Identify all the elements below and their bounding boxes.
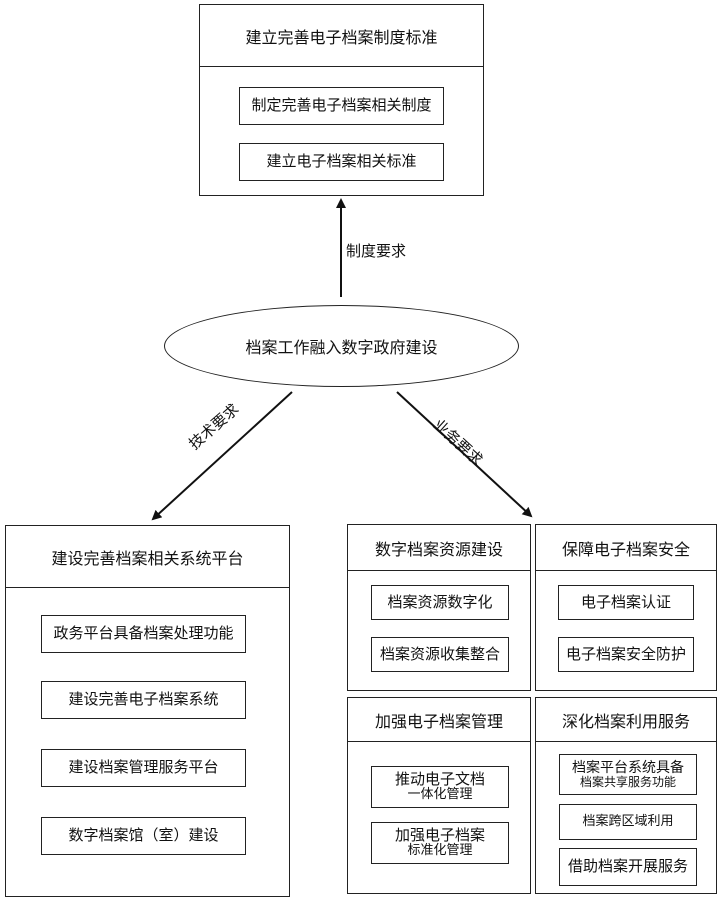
management-item-2: 加强电子档案 标准化管理 xyxy=(371,822,509,864)
utilization-item-1-line2: 档案共享服务功能 xyxy=(579,774,676,789)
platform-box: 建设完善档案相关系统平台 政务平台具备档案处理功能 建设完善电子档案系统 建设档… xyxy=(5,525,290,897)
security-box: 保障电子档案安全 电子档案认证 电子档案安全防护 xyxy=(535,524,717,691)
resources-item-1: 档案资源数字化 xyxy=(371,585,509,620)
utilization-item-2-line1: 档案跨区域利用 xyxy=(582,814,674,830)
platform-item-2: 建设完善电子档案系统 xyxy=(41,681,246,719)
platform-box-title: 建设完善档案相关系统平台 xyxy=(6,526,289,588)
resources-box-title: 数字档案资源建设 xyxy=(348,525,530,571)
platform-item-3: 建设档案管理服务平台 xyxy=(41,749,246,787)
platform-item-4: 数字档案馆（室）建设 xyxy=(41,817,246,855)
utilization-item-3-line1: 借助档案开展服务 xyxy=(567,857,688,876)
arrow-to-platform xyxy=(151,391,293,521)
standards-box-title: 建立完善电子档案制度标准 xyxy=(200,5,483,67)
utilization-box: 深化档案利用服务 档案平台系统具备 档案共享服务功能 档案跨区域利用 借助档案开… xyxy=(535,697,717,894)
management-box: 加强电子档案管理 推动电子文档 一体化管理 加强电子档案 标准化管理 xyxy=(347,697,531,894)
management-box-title: 加强电子档案管理 xyxy=(348,698,530,742)
resources-item-2: 档案资源收集整合 xyxy=(371,637,509,672)
standards-item-1: 制定完善电子档案相关制度 xyxy=(239,87,444,125)
platform-item-1: 政务平台具备档案处理功能 xyxy=(41,615,246,653)
management-item-2-line1: 加强电子档案 xyxy=(394,826,485,845)
arrow-label-top: 制度要求 xyxy=(346,242,407,260)
utilization-item-2: 档案跨区域利用 xyxy=(559,804,697,840)
security-item-1: 电子档案认证 xyxy=(558,585,694,620)
utilization-item-3: 借助档案开展服务 xyxy=(559,848,697,886)
management-item-2-line2: 标准化管理 xyxy=(407,843,473,859)
resources-box: 数字档案资源建设 档案资源数字化 档案资源收集整合 xyxy=(347,524,531,691)
standards-box: 建立完善电子档案制度标准 制定完善电子档案相关制度 建立电子档案相关标准 xyxy=(199,4,484,196)
management-item-1-line2: 一体化管理 xyxy=(407,787,473,803)
utilization-item-1-line1: 档案平台系统具备 xyxy=(572,759,684,776)
security-item-2: 电子档案安全防护 xyxy=(558,637,694,672)
utilization-item-1: 档案平台系统具备 档案共享服务功能 xyxy=(559,754,697,795)
security-box-title: 保障电子档案安全 xyxy=(536,525,716,571)
center-ellipse: 档案工作融入数字政府建设 xyxy=(164,305,519,387)
standards-item-2: 建立电子档案相关标准 xyxy=(239,143,444,181)
management-item-1-line1: 推动电子文档 xyxy=(394,770,485,789)
utilization-box-title: 深化档案利用服务 xyxy=(536,698,716,742)
management-item-1: 推动电子文档 一体化管理 xyxy=(371,766,509,808)
arrow-to-business xyxy=(396,391,533,518)
